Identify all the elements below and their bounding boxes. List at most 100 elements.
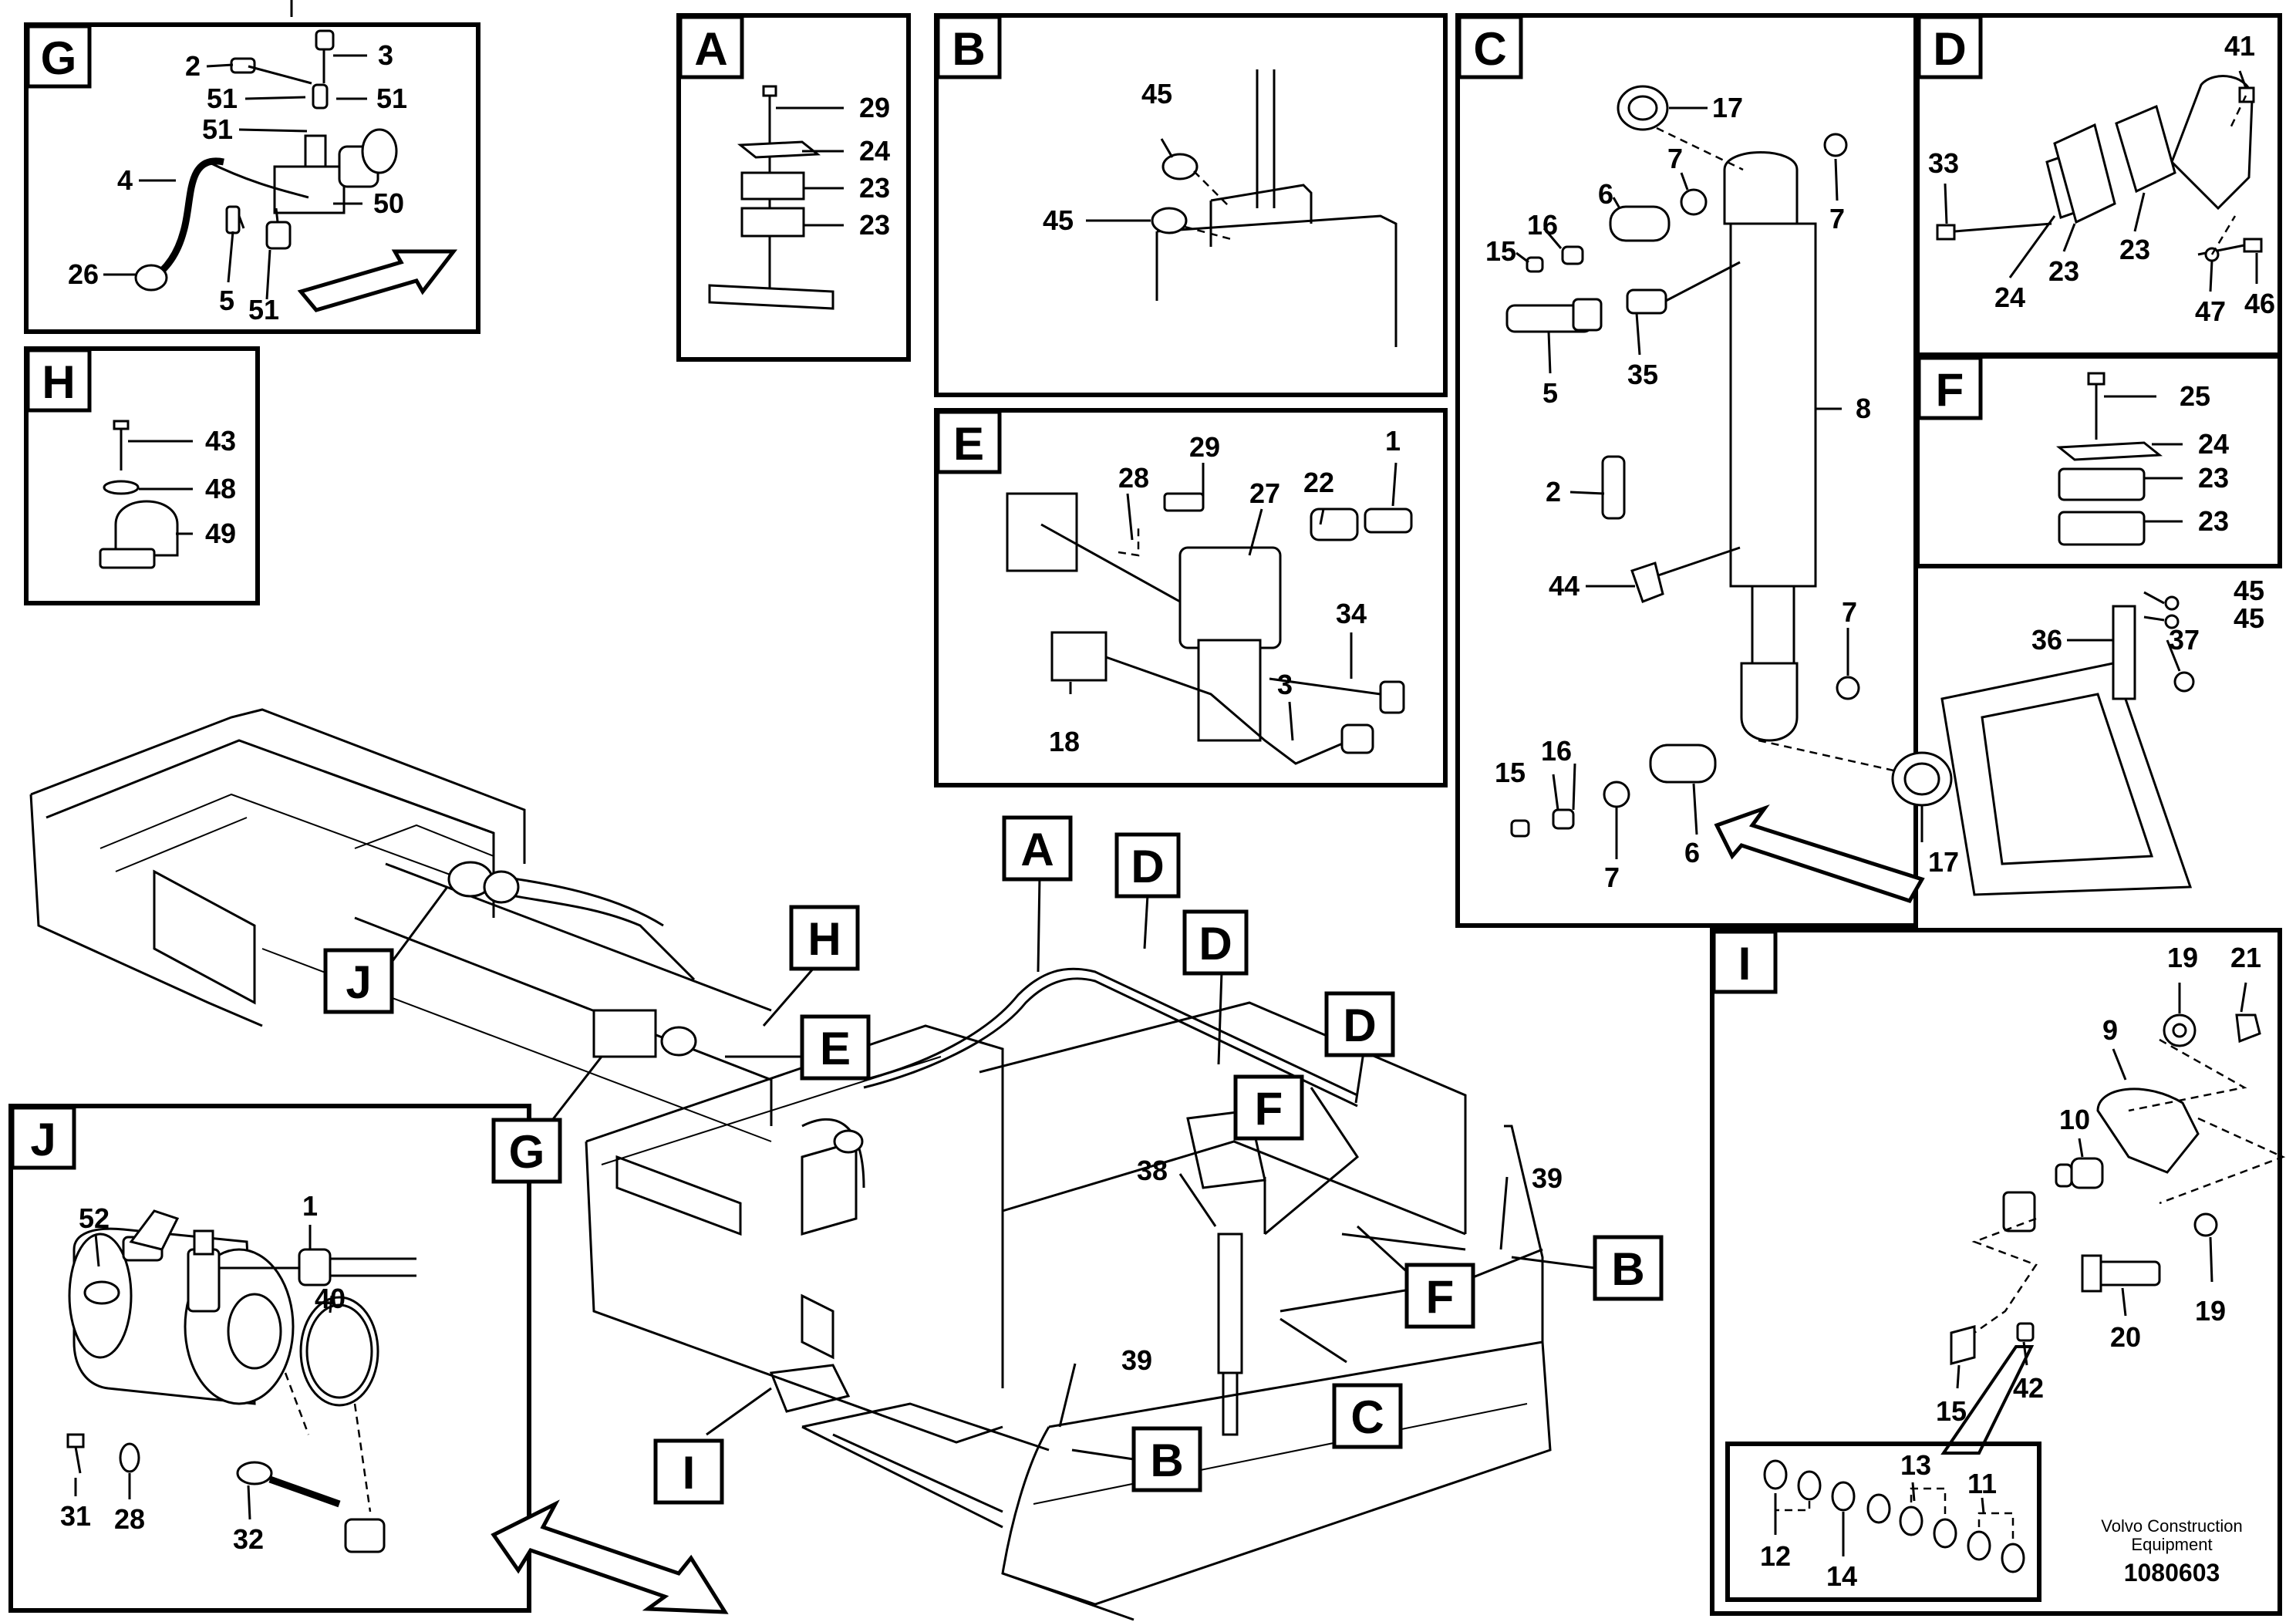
panel-c-label-7d: 7 — [1604, 862, 1620, 893]
svg-text:J: J — [346, 956, 371, 1008]
svg-text:H: H — [807, 913, 841, 965]
panel-i-label-9: 9 — [2102, 1014, 2118, 1046]
panel-i-label-10: 10 — [2059, 1104, 2090, 1135]
panel-a-label-23a: 23 — [859, 172, 890, 204]
callout-d3: D — [1324, 991, 1395, 1057]
panel-h-label-43: 43 — [205, 425, 236, 457]
panel-a-label-23b: 23 — [859, 209, 890, 241]
panel-d-label-23b: 23 — [2119, 234, 2150, 265]
panel-e: E 29 1 28 27 22 34 3 18 — [934, 408, 1448, 787]
panel-c-label-7c: 7 — [1842, 596, 1857, 628]
panel-c-label-37: 37 — [2169, 624, 2200, 656]
panel-e-label-1: 1 — [1385, 425, 1401, 457]
panel-d-letter: D — [1933, 23, 1966, 75]
main-label-39b: 39 — [1121, 1344, 1152, 1376]
panel-i-label-20: 20 — [2110, 1321, 2141, 1353]
panel-c-label-45b: 45 — [2234, 602, 2264, 634]
panel-i-label-19b: 19 — [2195, 1295, 2226, 1327]
panel-c-label-15b: 15 — [1495, 757, 1526, 788]
callout-e: E — [800, 1014, 871, 1081]
panel-d-label-33: 33 — [1928, 147, 1959, 179]
callout-d1: D — [1114, 832, 1181, 899]
panel-g-label-2: 2 — [185, 50, 201, 82]
panel-i-label-13: 13 — [1900, 1449, 1931, 1481]
panel-g-label-51d: 51 — [248, 294, 279, 325]
callout-b1: B — [1593, 1235, 1664, 1301]
svg-text:D: D — [1131, 841, 1164, 892]
svg-text:F: F — [1255, 1083, 1283, 1135]
callout-c: C — [1332, 1383, 1403, 1449]
panel-g: G 2 3 51 51 51 4 50 26 5 — [24, 0, 480, 334]
panel-e-letter: E — [953, 418, 984, 470]
svg-text:B: B — [1611, 1243, 1644, 1295]
callout-f2: F — [1404, 1263, 1475, 1329]
callout-j: J — [323, 948, 394, 1014]
panel-g-label-51b: 51 — [376, 83, 407, 114]
panel-h: H 43 48 49 — [24, 346, 260, 605]
callout-b2: B — [1131, 1426, 1202, 1492]
panel-j-label-40: 40 — [315, 1283, 346, 1314]
panel-c-label-17b: 17 — [1928, 846, 1959, 878]
panel-b-letter: B — [952, 23, 985, 75]
panel-h-label-49: 49 — [205, 518, 236, 549]
panel-j-label-1: 1 — [302, 1190, 318, 1222]
panel-a-letter: A — [694, 23, 727, 75]
svg-text:A: A — [1020, 824, 1054, 875]
panel-j-label-31: 31 — [60, 1500, 91, 1532]
panel-h-letter: H — [42, 356, 75, 408]
panel-g-label-26: 26 — [68, 258, 99, 290]
panel-c-label-7a: 7 — [1667, 143, 1683, 174]
panel-c-label-6b: 6 — [1684, 837, 1700, 868]
svg-text:F: F — [1426, 1271, 1455, 1323]
panel-c-label-6a: 6 — [1598, 178, 1613, 210]
panel-e-label-3: 3 — [1277, 669, 1293, 700]
panel-j: J 52 1 40 31 28 32 — [8, 1104, 531, 1613]
svg-text:D: D — [1343, 1000, 1376, 1051]
panel-c-label-16b: 16 — [1541, 735, 1572, 767]
panel-i-label-15: 15 — [1936, 1395, 1967, 1427]
main-assembly: 38 39 39 A D D D H J E — [29, 708, 1664, 1621]
panel-a-label-29: 29 — [859, 92, 890, 123]
panel-i-label-19a: 19 — [2167, 942, 2198, 973]
panel-g-label-51c: 51 — [202, 113, 233, 145]
brand-line-2: Equipment — [2131, 1535, 2212, 1554]
panel-i-letter: I — [1738, 938, 1752, 990]
svg-text:C: C — [1350, 1391, 1384, 1443]
panel-c-label-2: 2 — [1546, 476, 1561, 508]
callout-g: G — [491, 1118, 562, 1184]
panel-c-label-36: 36 — [2031, 624, 2062, 656]
panel-i-label-12: 12 — [1760, 1540, 1791, 1572]
panel-f: F 25 24 23 23 — [1915, 354, 2282, 568]
callout-d2: D — [1182, 909, 1249, 976]
panel-j-label-32: 32 — [233, 1523, 264, 1555]
panel-c-label-17a: 17 — [1712, 92, 1743, 123]
panel-j-label-52: 52 — [79, 1202, 110, 1234]
callout-i: I — [653, 1438, 724, 1505]
panel-e-label-29: 29 — [1189, 431, 1220, 463]
panel-f-label-23a: 23 — [2198, 462, 2229, 494]
panel-c-label-15a: 15 — [1485, 235, 1516, 267]
panel-c-label-45a: 45 — [2234, 575, 2264, 606]
panel-a: A 29 24 23 23 — [676, 13, 911, 362]
panel-i-label-42: 42 — [2013, 1372, 2044, 1404]
panel-a-label-24: 24 — [859, 135, 890, 167]
panel-e-label-27: 27 — [1249, 477, 1280, 509]
panel-b: B 45 45 — [934, 13, 1448, 397]
svg-text:I: I — [683, 1447, 696, 1499]
panel-c-label-5: 5 — [1542, 377, 1558, 409]
panel-g-label-50: 50 — [373, 187, 404, 219]
main-label-39a: 39 — [1532, 1162, 1563, 1194]
panel-d-label-46: 46 — [2244, 288, 2275, 319]
panel-d-label-41: 41 — [2224, 30, 2255, 62]
panel-j-label-28: 28 — [114, 1503, 145, 1535]
panel-d-label-47: 47 — [2195, 295, 2226, 327]
panel-i-label-11: 11 — [1967, 1468, 1997, 1499]
panel-c-label-16a: 16 — [1527, 209, 1558, 241]
panel-c-label-8: 8 — [1856, 393, 1871, 424]
seal-kit-rings — [1763, 1459, 2025, 1573]
brand-line-1: Volvo Construction — [2101, 1516, 2242, 1536]
drawing-code: 1080603 — [2124, 1559, 2220, 1587]
callout-f1: F — [1233, 1074, 1304, 1141]
panel-b-label-45a: 45 — [1141, 78, 1172, 110]
